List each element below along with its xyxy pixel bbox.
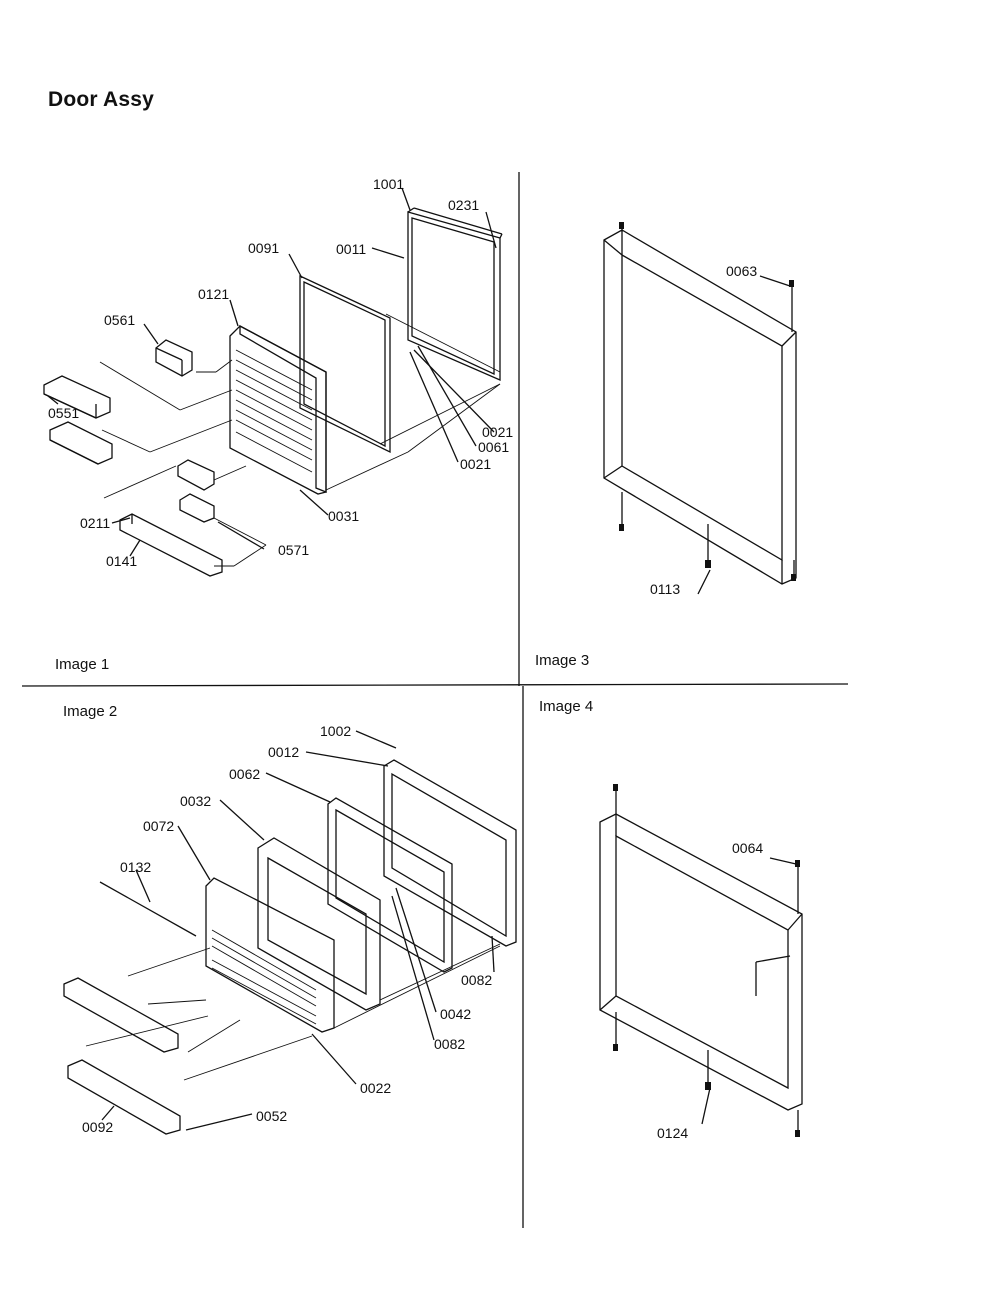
callout-0141: 0141 <box>106 553 138 569</box>
callout-0063: 0063 <box>726 263 758 279</box>
callout-1001: 1001 <box>373 176 405 192</box>
callout-0211: 0211 <box>80 515 111 531</box>
callout-0082-a: 0082 <box>461 972 493 988</box>
fastener-marks <box>613 222 800 1137</box>
panel-label-image-1: Image 1 <box>55 656 110 673</box>
callout-0561: 0561 <box>104 312 136 328</box>
callout-0092: 0092 <box>82 1119 114 1135</box>
panel-label-image-3: Image 3 <box>535 652 590 669</box>
callout-0551: 0551 <box>48 405 80 421</box>
callout-0012: 0012 <box>268 744 300 760</box>
callout-0571: 0571 <box>278 542 310 558</box>
callout-0052: 0052 <box>256 1108 288 1124</box>
callout-0011: 0011 <box>336 241 367 257</box>
callout-0091: 0091 <box>248 240 280 256</box>
callout-0062: 0062 <box>229 766 261 782</box>
image3-drawing <box>603 224 797 595</box>
image2-drawing <box>63 730 517 1135</box>
callout-0061: 0061 <box>478 439 510 455</box>
callout-0082-b: 0082 <box>434 1036 466 1052</box>
callout-0022: 0022 <box>360 1080 392 1096</box>
callout-0072: 0072 <box>143 818 175 834</box>
divider-horizontal <box>21 683 849 687</box>
callout-0021-b: 0021 <box>460 456 492 472</box>
image1-drawing <box>43 187 503 577</box>
image4-drawing <box>599 790 803 1136</box>
callout-0042: 0042 <box>440 1006 472 1022</box>
callout-0032: 0032 <box>180 793 212 809</box>
callout-0132: 0132 <box>120 859 152 875</box>
callout-0113: 0113 <box>650 581 681 597</box>
callout-0124: 0124 <box>657 1125 689 1141</box>
callout-0064: 0064 <box>732 840 764 856</box>
panel-label-image-2: Image 2 <box>63 703 118 720</box>
callout-1002: 1002 <box>320 723 352 739</box>
callout-0121: 0121 <box>198 286 230 302</box>
callout-0021-a: 0021 <box>482 424 514 440</box>
page-title: Door Assy <box>48 88 155 111</box>
panel-label-image-4: Image 4 <box>539 698 594 715</box>
callout-0031: 0031 <box>328 508 360 524</box>
callout-0231: 0231 <box>448 197 480 213</box>
